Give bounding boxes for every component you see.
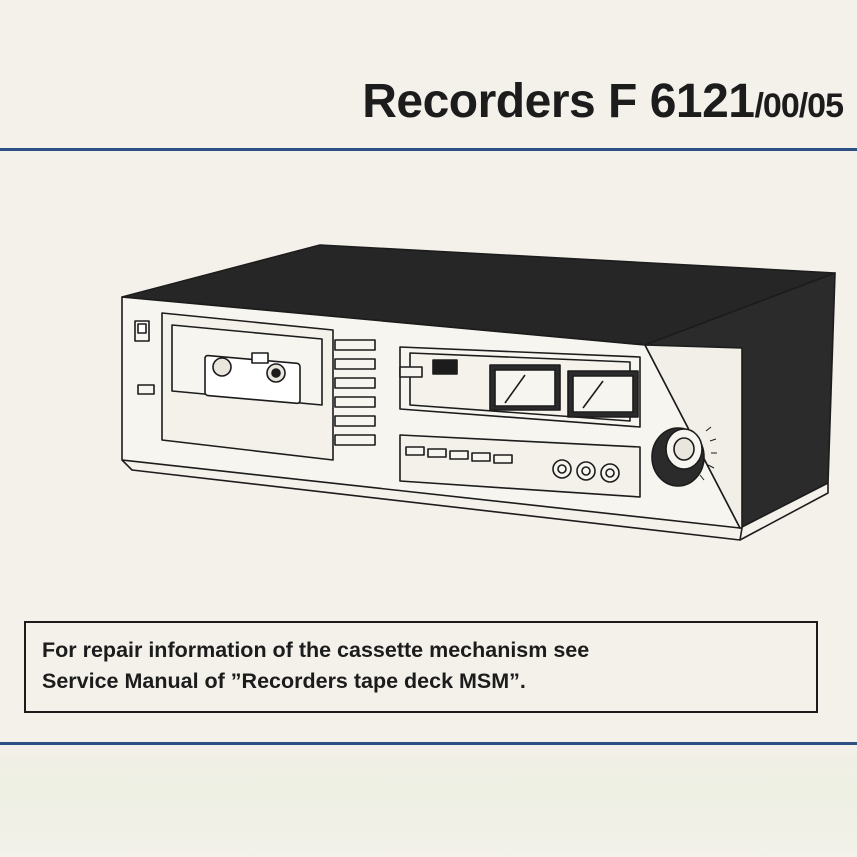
top-divider-rule bbox=[0, 148, 857, 151]
knob-2-icon bbox=[576, 461, 596, 481]
function-keys bbox=[405, 446, 513, 464]
repair-notice-box: For repair information of the cassette m… bbox=[24, 621, 818, 713]
counter-display-icon bbox=[432, 359, 458, 375]
notice-line-1: For repair information of the cassette m… bbox=[42, 638, 590, 662]
cassette-deck-illustration bbox=[121, 244, 836, 541]
scan-background-band bbox=[0, 752, 857, 857]
notice-line-2: Service Manual of ”Recorders tape deck M… bbox=[42, 669, 526, 693]
small-button-icon bbox=[137, 384, 155, 395]
knob-3-icon bbox=[600, 463, 620, 483]
transport-buttons bbox=[334, 339, 376, 446]
knob-1-icon bbox=[552, 459, 572, 479]
model-variant-suffix: /00/05 bbox=[754, 87, 844, 125]
bottom-divider-rule bbox=[0, 742, 857, 745]
page-title: Recorders F 6121/00/05 bbox=[362, 74, 844, 129]
model-title: Recorders F 6121 bbox=[362, 75, 755, 128]
selector-switch-icon bbox=[399, 366, 423, 378]
reel-left-icon bbox=[212, 357, 232, 377]
